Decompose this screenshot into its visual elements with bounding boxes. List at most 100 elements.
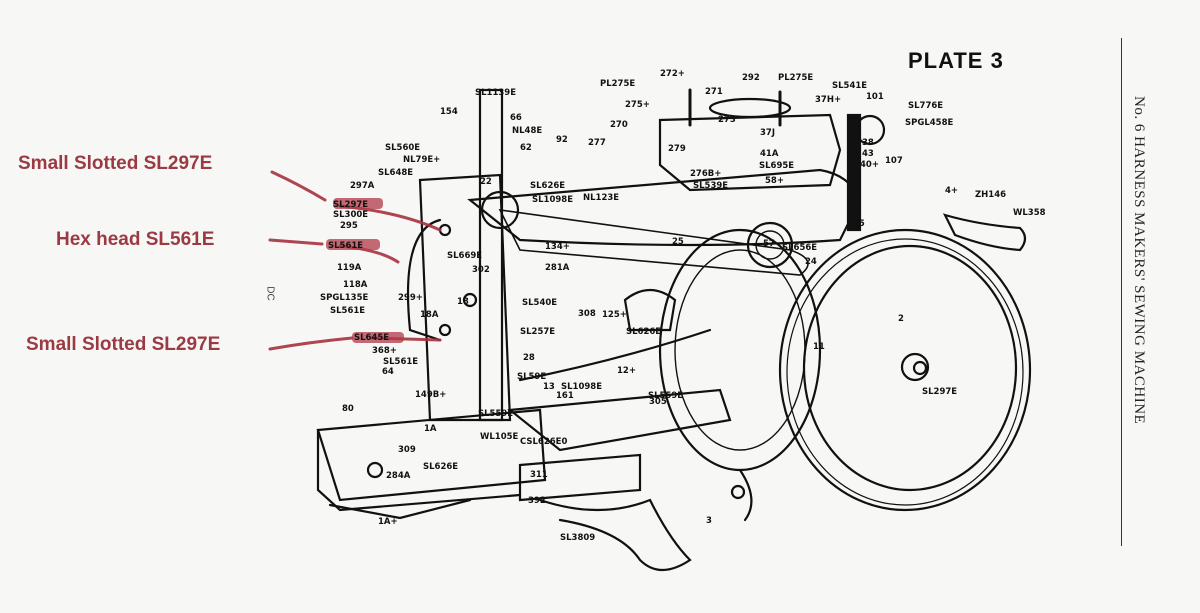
plate-title: PLATE 3 bbox=[908, 48, 1004, 73]
part-label: SL626E bbox=[530, 181, 565, 191]
part-label: SL559E bbox=[648, 391, 683, 401]
part-label: SL297E bbox=[922, 387, 957, 397]
annot-line-3 bbox=[268, 336, 354, 351]
part-label: 308 bbox=[578, 309, 596, 319]
part-label: 309 bbox=[398, 445, 416, 455]
part-label: SL561E bbox=[330, 306, 365, 316]
part-label: SL669E bbox=[447, 251, 482, 261]
top-housing bbox=[658, 113, 842, 192]
part-label: 392 bbox=[528, 496, 546, 506]
part-label: SL541E bbox=[832, 81, 867, 91]
part-label: SL297E bbox=[333, 200, 368, 210]
part-label: 43 bbox=[862, 149, 874, 159]
part-label: 368+ bbox=[372, 346, 397, 356]
part-label: 272+ bbox=[660, 69, 685, 79]
part-label: CSL626E0 bbox=[520, 437, 567, 447]
part-label: 277 bbox=[588, 138, 606, 148]
machine-title: No. 6 HARNESS MAKERS' SEWING MACHINE bbox=[1131, 96, 1147, 425]
annotation-small-slotted-lower: Small Slotted SL297E bbox=[26, 334, 221, 355]
part-label: NL123E bbox=[583, 193, 619, 203]
part-label: SL540E bbox=[522, 298, 557, 308]
flywheel-outer bbox=[778, 228, 1032, 512]
part-label: 37J bbox=[760, 128, 775, 138]
part-label: WL105E bbox=[480, 432, 519, 442]
part-label: 28 bbox=[523, 353, 535, 363]
part-label: 13 bbox=[543, 382, 555, 392]
part-label: 12+ bbox=[617, 366, 636, 376]
part-label: SL1139E bbox=[475, 88, 516, 98]
part-label: SL539E bbox=[693, 181, 728, 191]
part-label: 64 bbox=[382, 367, 394, 377]
annot-line-2 bbox=[268, 238, 324, 246]
part-label: 284A bbox=[386, 471, 411, 481]
part-label: 125+ bbox=[602, 310, 627, 320]
part-label: 41A bbox=[760, 149, 779, 159]
part-label: 57 bbox=[763, 239, 775, 249]
part-label: 40+ bbox=[860, 160, 879, 170]
part-label: PL275E bbox=[778, 73, 813, 83]
part-label: SL1098E bbox=[532, 195, 573, 205]
part-label: ZH146 bbox=[975, 190, 1006, 200]
part-label: SL645E bbox=[354, 333, 389, 343]
part-label: 11 bbox=[813, 342, 825, 352]
upper-arm bbox=[467, 168, 862, 247]
part-label: NL48E bbox=[512, 126, 542, 136]
part-label: 292 bbox=[742, 73, 760, 83]
part-label: SPGL135E bbox=[320, 293, 368, 303]
part-label: 37H+ bbox=[815, 95, 841, 105]
part-label: 66 bbox=[510, 113, 522, 123]
part-label: 24 bbox=[805, 257, 817, 267]
part-label: 275+ bbox=[625, 100, 650, 110]
part-label: 311 bbox=[530, 470, 548, 480]
part-label: NL79E+ bbox=[403, 155, 440, 165]
part-label: WL358 bbox=[1013, 208, 1046, 218]
part-label: 18 bbox=[457, 297, 469, 307]
part-label: 302 bbox=[472, 265, 490, 275]
part-label: 2 bbox=[898, 314, 904, 324]
part-label: SL560E bbox=[385, 143, 420, 153]
part-label: 1A bbox=[424, 424, 437, 434]
part-label: 276B+ bbox=[690, 169, 721, 179]
part-label: 149B+ bbox=[415, 390, 446, 400]
part-label: 134+ bbox=[545, 242, 570, 252]
bed-plate bbox=[316, 408, 547, 502]
part-label: 3 bbox=[706, 516, 712, 526]
annotation-small-slotted-upper: Small Slotted SL297E bbox=[18, 153, 213, 174]
part-label: PL275E bbox=[600, 79, 635, 89]
annot-line-1 bbox=[270, 170, 327, 202]
part-label: 155 bbox=[847, 219, 865, 229]
part-label: 101 bbox=[866, 92, 884, 102]
part-label: 305 bbox=[649, 397, 667, 407]
part-label: SL626E bbox=[423, 462, 458, 472]
part-label: SPGL458E bbox=[905, 118, 953, 128]
flywheel-inner bbox=[802, 244, 1018, 492]
stand-foot bbox=[538, 498, 692, 572]
part-label: 38 bbox=[862, 138, 874, 148]
part-label: SL3809 bbox=[560, 533, 595, 543]
part-label: 154 bbox=[440, 107, 458, 117]
part-label: 1A+ bbox=[378, 517, 398, 527]
flywheel-hub bbox=[900, 352, 930, 382]
annotation-hex-head: Hex head SL561E bbox=[56, 229, 215, 250]
part-label: SL656E bbox=[782, 243, 817, 253]
part-label: 161 bbox=[556, 391, 574, 401]
part-label: 62 bbox=[520, 143, 532, 153]
side-divider bbox=[1121, 38, 1122, 546]
pulley-57 bbox=[746, 221, 794, 269]
part-label: SL559E bbox=[478, 409, 513, 419]
part-label: 299+ bbox=[398, 293, 423, 303]
part-label: 271 bbox=[705, 87, 723, 97]
part-label: SL648E bbox=[378, 168, 413, 178]
part-label: 273 bbox=[718, 115, 736, 125]
stray-mark: DC bbox=[264, 286, 276, 301]
part-label: 107 bbox=[885, 156, 903, 166]
part-label: SL695E bbox=[759, 161, 794, 171]
wheel-handle bbox=[942, 213, 1027, 252]
lower-arm bbox=[507, 388, 732, 452]
part-label: 295 bbox=[340, 221, 358, 231]
part-label: SL59E bbox=[517, 372, 546, 382]
part-label: 25 bbox=[672, 237, 684, 247]
part-label: 119A bbox=[337, 263, 362, 273]
part-label: 58+ bbox=[765, 176, 784, 186]
